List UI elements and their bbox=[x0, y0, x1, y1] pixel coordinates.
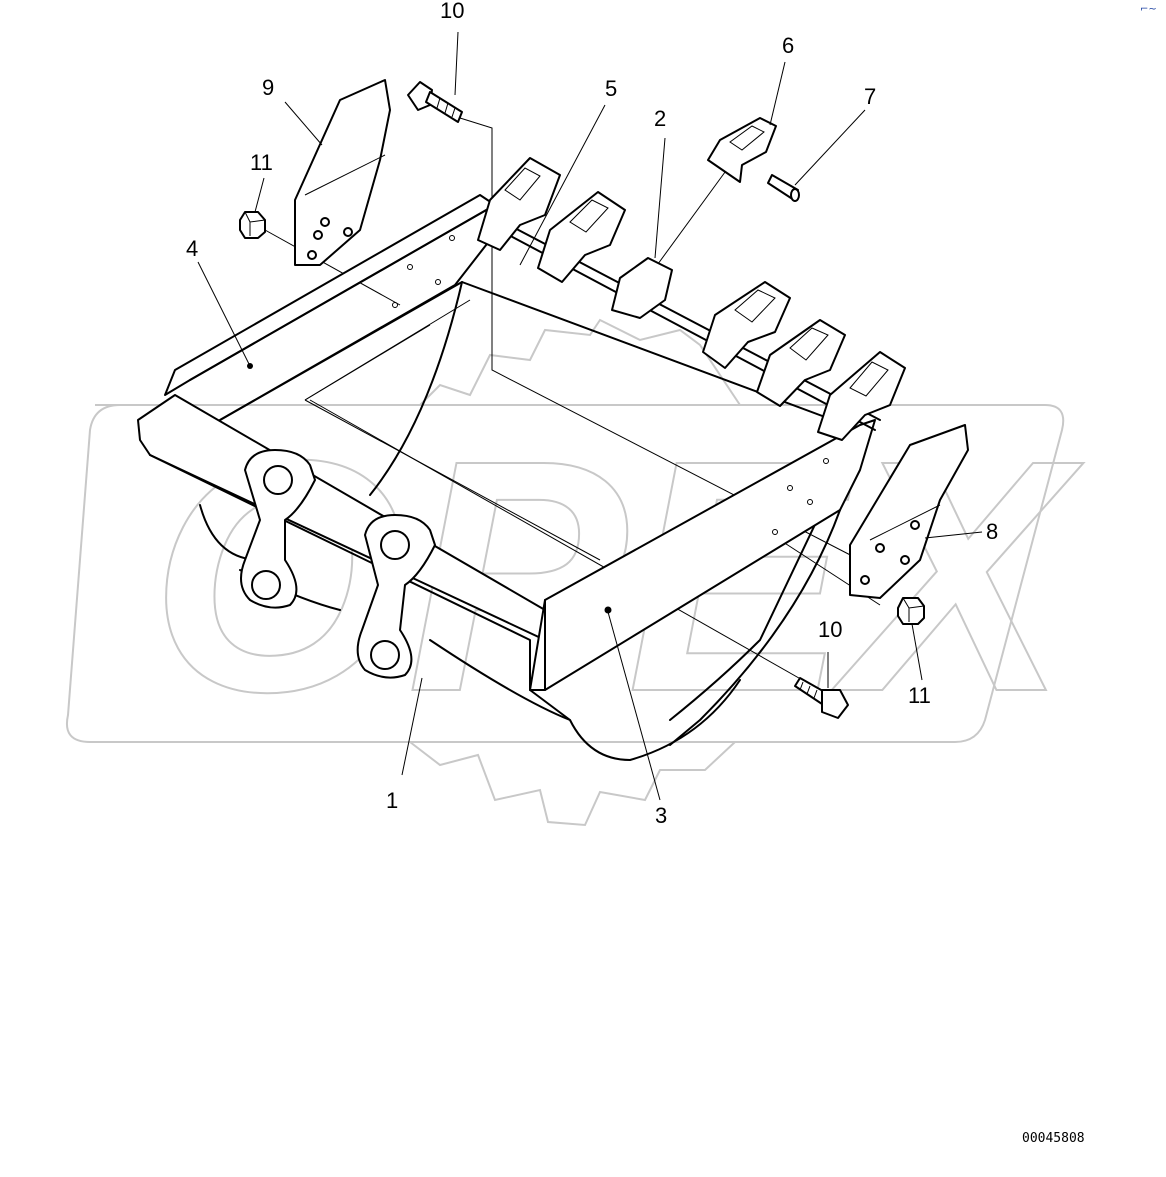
tooth bbox=[756, 319, 846, 407]
side-cutter-right bbox=[849, 424, 969, 599]
callout-11-left: 11 bbox=[250, 150, 273, 175]
tooth bbox=[817, 351, 906, 441]
callout-10-lower: 10 bbox=[818, 617, 842, 642]
tooth bbox=[611, 257, 673, 319]
tooth bbox=[477, 157, 561, 251]
nut-left bbox=[239, 211, 266, 239]
bolt-upper bbox=[407, 81, 463, 123]
loose-tooth bbox=[707, 117, 777, 183]
callout-3: 3 bbox=[655, 803, 667, 828]
bolt-lower bbox=[794, 677, 849, 719]
side-plate-right-dot bbox=[604, 606, 612, 614]
callout-1: 1 bbox=[386, 788, 398, 813]
callout-2: 2 bbox=[654, 106, 666, 131]
tooth-pin bbox=[767, 174, 800, 202]
callout-9: 9 bbox=[262, 75, 274, 100]
nut-right bbox=[897, 597, 925, 625]
callout-11-right: 11 bbox=[908, 683, 931, 708]
drawing-number: 00045808 bbox=[1022, 1131, 1085, 1146]
callouts: 10 9 11 4 5 6 7 2 8 10 11 1 3 bbox=[186, 0, 998, 828]
callout-7: 7 bbox=[864, 84, 876, 109]
tooth bbox=[702, 281, 791, 369]
hinge-bosses bbox=[240, 449, 436, 679]
callout-10-upper: 10 bbox=[440, 0, 464, 23]
callout-leaders bbox=[197, 31, 983, 801]
callout-4: 4 bbox=[186, 236, 198, 261]
bucket-body bbox=[137, 281, 861, 761]
side-cutter-left bbox=[294, 79, 391, 266]
callout-6: 6 bbox=[782, 33, 794, 58]
corner-mark: ⌐~ bbox=[1140, 4, 1157, 15]
teeth-row bbox=[477, 157, 906, 441]
tooth bbox=[537, 191, 626, 283]
callout-8: 8 bbox=[986, 519, 998, 544]
callout-5: 5 bbox=[605, 76, 617, 101]
watermark: OPEX bbox=[66, 318, 1085, 827]
